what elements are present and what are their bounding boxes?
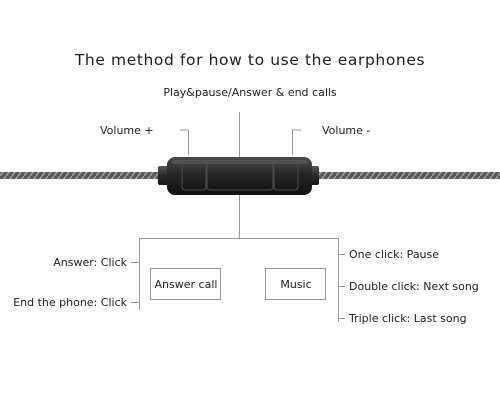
end-phone-click-label: End the phone: Click: [13, 296, 127, 309]
one-click-label: One click: Pause: [349, 248, 440, 261]
answer-click-label: Answer: Click: [53, 256, 127, 269]
remote-button-play-pause[interactable]: [206, 161, 274, 191]
remote-button-volume-up[interactable]: [181, 161, 207, 191]
cable-right: [315, 172, 500, 179]
music-box: [265, 268, 326, 300]
double-click-label: Double click: Next song: [349, 280, 479, 293]
remote-button-volume-down[interactable]: [273, 161, 299, 191]
answer-call-box-label: Answer call: [154, 278, 218, 291]
answer-call-box: [150, 268, 221, 300]
volume-up-label: Volume +: [100, 124, 154, 137]
remote-control: [167, 157, 312, 195]
volume-down-label: Volume -: [322, 124, 371, 137]
diagram-title: The method for how to use the earphones: [74, 51, 426, 69]
music-box-label: Music: [280, 278, 312, 291]
cable-left: [0, 172, 172, 179]
play-pause-label: Play&pause/Answer & end calls: [163, 86, 337, 99]
triple-click-label: Triple click: Last song: [349, 312, 467, 325]
